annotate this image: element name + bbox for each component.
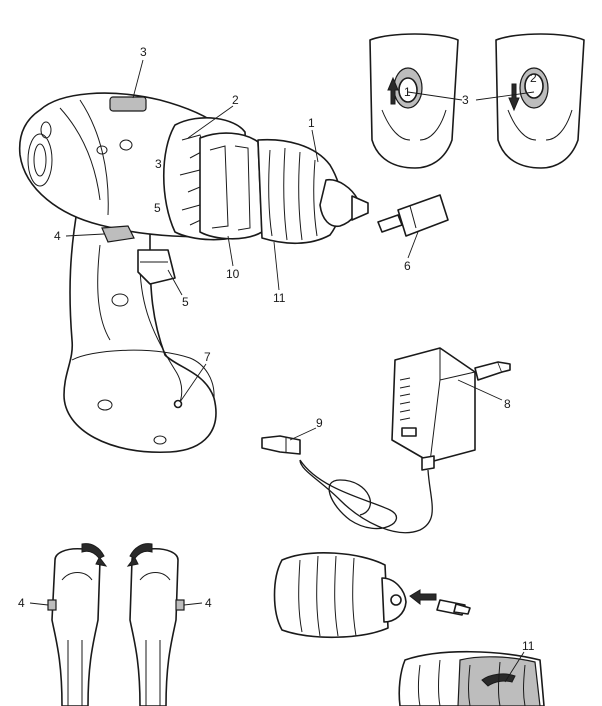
cordless-drill-figure: 3 5 xyxy=(18,92,369,454)
callout-3-detail: 3 xyxy=(462,93,469,107)
bit-holder-figure xyxy=(377,194,449,237)
rear-vents xyxy=(27,121,133,187)
drill-handle xyxy=(63,204,217,454)
callout-4-left: 4 xyxy=(18,596,25,610)
gear-selector-switch xyxy=(109,96,147,112)
direction-switch-right-view xyxy=(126,543,185,706)
callout-7: 7 xyxy=(204,350,211,364)
callout-4-main: 4 xyxy=(54,229,61,243)
callout-2: 2 xyxy=(232,93,239,107)
callout-11-detail: 11 xyxy=(522,639,535,653)
trigger-switch xyxy=(137,249,176,285)
direction-switch xyxy=(101,225,135,243)
callout-3-main: 3 xyxy=(140,45,147,59)
gear-marking-2: 2 xyxy=(530,71,537,85)
housing-seam xyxy=(59,99,109,216)
callout-1: 1 xyxy=(308,116,315,130)
callout-10: 10 xyxy=(226,267,240,281)
drill-mode-ring xyxy=(199,132,263,240)
callout-labels: 3 2 1 3 4 6 10 11 5 7 8 9 4 4 11 xyxy=(18,45,535,653)
charge-indicator-led xyxy=(173,399,183,409)
chuck-detail-figure xyxy=(398,650,545,706)
charging-cable xyxy=(261,435,433,534)
callout-9: 9 xyxy=(316,416,323,430)
battery-vent xyxy=(153,435,167,445)
chuck-tip xyxy=(351,195,369,221)
callout-6: 6 xyxy=(404,259,411,273)
gear-switch-detail-left: 1 xyxy=(369,33,459,169)
chuck-ridges xyxy=(268,147,318,241)
gear-switch-detail-right: 2 xyxy=(495,33,585,169)
bit-insertion-figure xyxy=(273,552,471,639)
callout-11-main: 11 xyxy=(273,291,286,305)
leader-lines xyxy=(29,59,535,683)
battery-pack xyxy=(71,349,215,399)
callout-5: 5 xyxy=(182,295,189,309)
drill-mode-ridges xyxy=(209,145,251,231)
charger-figure xyxy=(391,347,511,471)
torque-marking-3: 3 xyxy=(155,157,162,171)
callout-8: 8 xyxy=(504,397,511,411)
grip-contour xyxy=(97,244,183,406)
gear-marking-1: 1 xyxy=(404,85,411,99)
direction-switch-left-view xyxy=(47,543,108,706)
torque-marking-5: 5 xyxy=(154,201,161,215)
battery-vent xyxy=(97,399,113,411)
battery-vent xyxy=(111,293,129,307)
callout-4-right: 4 xyxy=(205,596,212,610)
